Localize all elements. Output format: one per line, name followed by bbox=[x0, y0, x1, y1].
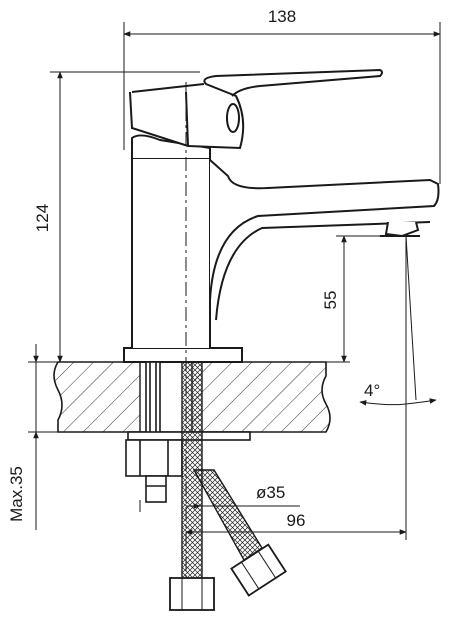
supply-hoses bbox=[169, 361, 287, 611]
dim-label-hole-diameter: ø35 bbox=[256, 483, 285, 502]
dim-arc-angle bbox=[359, 398, 437, 406]
faucet-body bbox=[123, 68, 440, 363]
dim-label-tilt-angle: 4° bbox=[364, 381, 380, 400]
mounting-hardware bbox=[125, 361, 251, 503]
dim-label-overall-width: 138 bbox=[268, 7, 296, 26]
dim-label-max-thickness: Max.35 bbox=[7, 466, 26, 522]
dim-label-spout-reach: 96 bbox=[287, 511, 306, 530]
dim-label-height: 124 bbox=[33, 204, 52, 232]
dim-label-spout-clearance: 55 bbox=[321, 291, 340, 310]
